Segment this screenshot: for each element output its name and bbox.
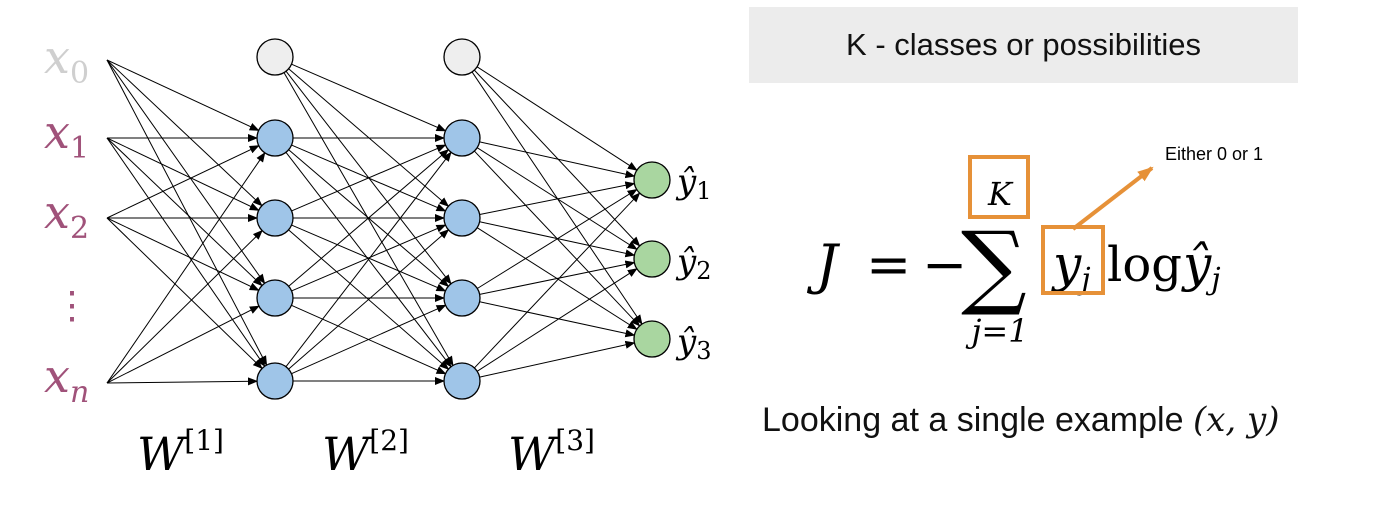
connection-l3-2-0 bbox=[479, 181, 636, 215]
connection-l3-4-2 bbox=[479, 340, 636, 378]
input-label-x2: x2 bbox=[44, 185, 89, 246]
connection-l2-0-4 bbox=[283, 72, 454, 367]
sum-upper-limit: K bbox=[987, 175, 1014, 213]
output-node-layer3-1 bbox=[633, 240, 671, 278]
formula-lhs: J bbox=[806, 233, 841, 296]
input-label-xn: xn bbox=[44, 349, 89, 410]
connection-l1-3-2 bbox=[106, 229, 263, 384]
connection-l2-4-3 bbox=[291, 304, 447, 375]
connection-l3-1-0 bbox=[479, 141, 636, 179]
connection-l2-0-1 bbox=[291, 63, 447, 132]
connection-l2-2-1 bbox=[291, 144, 447, 212]
connection-l2-3-2 bbox=[291, 224, 447, 292]
loss-formula: J = − ∑ K j=1 yj log ŷj bbox=[806, 175, 1221, 350]
hidden-node-layer2-4 bbox=[443, 362, 481, 400]
output-label-y1: ŷ1 bbox=[675, 162, 712, 205]
sum-symbol: ∑ bbox=[961, 212, 1027, 319]
output-node-layer3-0 bbox=[633, 161, 671, 199]
connection-l2-4-1 bbox=[285, 151, 452, 368]
caption: Looking at a single example (x, y) bbox=[762, 400, 1362, 460]
output-label-y2: ŷ2 bbox=[675, 242, 712, 285]
hidden-node-layer1-4 bbox=[256, 362, 294, 400]
hidden-node-layer2-2 bbox=[443, 199, 481, 237]
formula-log: log bbox=[1107, 237, 1182, 293]
connection-l1-2-1 bbox=[106, 145, 260, 219]
output-node-layer3-2 bbox=[633, 320, 671, 358]
bias-node-layer1-0 bbox=[256, 38, 294, 76]
weight-label-w2: W[2] bbox=[322, 424, 409, 481]
connection-l2-3-1 bbox=[288, 149, 450, 287]
connection-l1-0-1 bbox=[106, 59, 260, 131]
banner-text: K - classes or possibilities bbox=[846, 27, 1201, 62]
connection-l1-0-3 bbox=[106, 59, 266, 285]
connection-l3-0-0 bbox=[476, 66, 638, 171]
connection-l3-4-1 bbox=[476, 268, 638, 372]
weight-label-w3: W[3] bbox=[508, 424, 595, 481]
connection-l1-3-1 bbox=[106, 152, 266, 384]
input-labels: x0 x1 x2 ⋮ xn bbox=[44, 30, 91, 410]
connection-l1-2-3 bbox=[106, 217, 260, 291]
hidden-node-layer1-3 bbox=[256, 279, 294, 317]
weight-labels: W[1] W[2] W[3] bbox=[137, 424, 595, 481]
input-ellipsis: ⋮ bbox=[53, 283, 91, 327]
formula-minus: − bbox=[922, 233, 967, 296]
connection-l3-3-0 bbox=[477, 188, 638, 289]
classes-banner: K - classes or possibilities bbox=[749, 7, 1298, 83]
output-labels: ŷ1 ŷ2 ŷ3 bbox=[675, 162, 712, 365]
connection-l1-0-4 bbox=[106, 59, 268, 366]
connection-l1-1-2 bbox=[106, 137, 260, 211]
input-label-x1: x1 bbox=[44, 105, 89, 166]
network-nodes bbox=[256, 38, 671, 400]
highlight-box-k bbox=[968, 155, 1030, 219]
connection-l1-1-3 bbox=[106, 137, 263, 287]
connection-l3-3-1 bbox=[479, 260, 636, 295]
formula-yhat: ŷj bbox=[1181, 235, 1221, 297]
hidden-node-layer2-3 bbox=[443, 279, 481, 317]
sum-lower-limit: j=1 bbox=[965, 312, 1028, 350]
connection-l1-3-3 bbox=[106, 305, 260, 384]
hidden-node-layer2-1 bbox=[443, 119, 481, 157]
connection-l3-0-1 bbox=[473, 69, 641, 247]
network-connections bbox=[106, 59, 643, 386]
annotation-arrow bbox=[1071, 166, 1154, 231]
annotation-text: Either 0 or 1 bbox=[1165, 144, 1263, 164]
caption-pair: (x, y) bbox=[1192, 400, 1280, 440]
connection-l2-4-2 bbox=[288, 229, 450, 370]
connection-l1-2-4 bbox=[106, 217, 263, 370]
formula-equals: = bbox=[866, 233, 911, 296]
connection-l1-1-4 bbox=[106, 137, 266, 368]
weight-label-w1: W[1] bbox=[137, 424, 224, 481]
caption-text: Looking at a single example bbox=[762, 401, 1193, 439]
hidden-node-layer1-2 bbox=[256, 199, 294, 237]
bias-node-layer2-0 bbox=[443, 38, 481, 76]
input-label-x0: x0 bbox=[44, 30, 89, 91]
formula-term-y: yj bbox=[1051, 235, 1091, 297]
connection-l1-0-2 bbox=[106, 59, 263, 207]
connection-l3-4-0 bbox=[474, 192, 641, 369]
connection-l3-3-2 bbox=[479, 301, 636, 338]
connection-l1-3-4 bbox=[106, 377, 259, 386]
output-label-y3: ŷ3 bbox=[675, 322, 712, 365]
hidden-node-layer1-1 bbox=[256, 119, 294, 157]
